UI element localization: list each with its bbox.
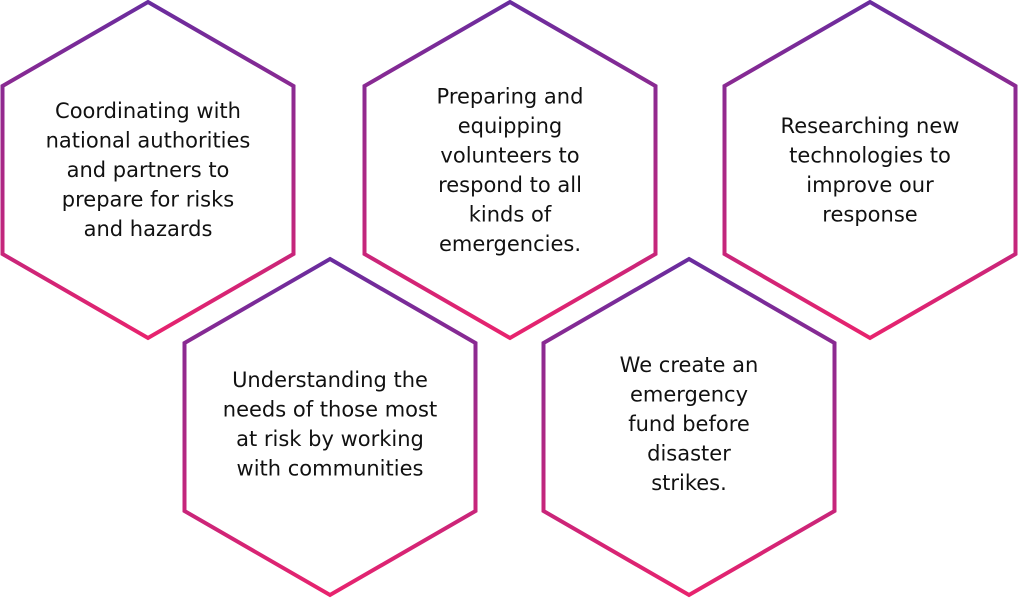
hexagon-text-line: and partners to <box>67 158 230 182</box>
hexagon-text-line: equipping <box>458 114 563 138</box>
hexagon-text-line: prepare for risks <box>62 188 234 212</box>
hexagon-text-line: strikes. <box>651 471 727 495</box>
hexagon-text-line: emergency <box>630 383 748 407</box>
hexagon-text-line: Preparing and <box>437 84 584 108</box>
hexagon-coordinating: Coordinating with national authorities and… <box>0 0 296 341</box>
hexagon-text-line: with communities <box>237 456 424 480</box>
hexagon-text-line: improve our <box>806 173 934 197</box>
hexagon-text-line: national authorities <box>46 129 251 153</box>
hexagon-outline <box>541 256 837 598</box>
hexagon-understanding: Understanding the needs of those most at r… <box>182 256 478 598</box>
hexagon-researching: Researching new technologies to improve ou… <box>722 0 1018 341</box>
hexagon-text-line: at risk by working <box>236 427 424 451</box>
hexagon-text-line: kinds of <box>469 202 552 226</box>
hexagon-text-line: Understanding the <box>232 368 428 392</box>
hexagon-text-line: fund before <box>628 412 750 436</box>
hexagon-text-line: and hazards <box>84 217 213 241</box>
hexagon-text-line: respond to all <box>438 173 582 197</box>
hexagon-text-line: We create an <box>620 353 759 377</box>
hexagon-outline <box>362 0 658 341</box>
hexagon-outline <box>722 0 1018 341</box>
hexagon-outline <box>0 0 296 341</box>
hexagon-text-line: disaster <box>647 442 731 466</box>
hexagon-text-line: emergencies. <box>439 232 581 256</box>
hexagon-text-line: technologies to <box>789 143 951 167</box>
hexagon-outline <box>182 256 478 598</box>
hexagon-preparing: Preparing and equipping volunteers to respo… <box>362 0 658 341</box>
hexagon-text-line: response <box>822 202 917 226</box>
hexagon-text-line: needs of those most <box>223 397 437 421</box>
hexagon-emergency-fund: We create an emergency fund before disaster… <box>541 256 837 598</box>
hexagon-text-line: volunteers to <box>440 143 579 167</box>
hexagon-text-line: Coordinating with <box>55 99 241 123</box>
hexagon-text-line: Researching new <box>781 114 960 138</box>
